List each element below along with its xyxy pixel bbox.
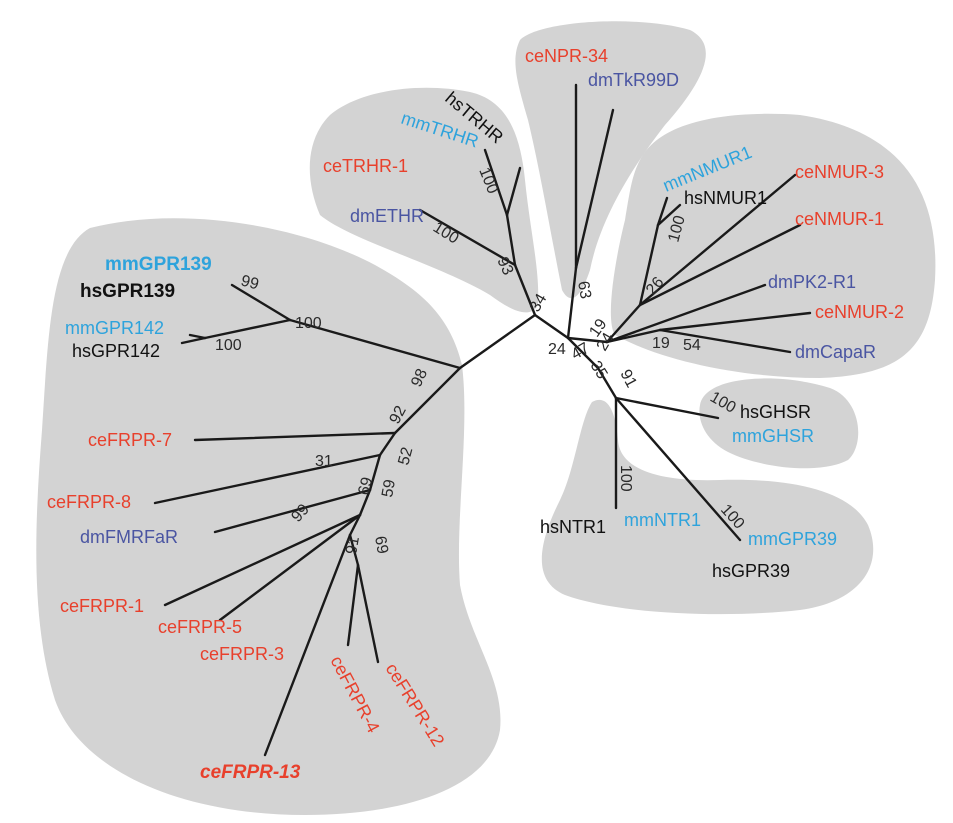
bootstrap-value: 52 [395, 445, 416, 467]
branch [230, 283, 292, 322]
branch [180, 336, 207, 345]
leaf-label: mmGHSR [732, 426, 814, 446]
bootstrap-value: 24 [548, 341, 566, 358]
bootstrap-value: 59 [379, 478, 399, 499]
clade-trhr [309, 87, 539, 313]
branch [348, 533, 360, 567]
branch [658, 311, 812, 332]
bootstrap-value: 69 [371, 535, 391, 556]
branch [483, 148, 509, 217]
bootstrap-value: 100 [665, 214, 688, 244]
leaf-label: ceNMUR-1 [795, 209, 884, 229]
branch [505, 213, 517, 267]
branch [368, 453, 382, 492]
leaf-label: hsNTR1 [540, 517, 606, 537]
branch [566, 336, 600, 370]
bootstrap-value: 91 [616, 367, 639, 391]
leaf-label: mmGPR142 [65, 318, 164, 338]
branch [513, 263, 537, 317]
branch [533, 313, 570, 340]
bootstrap-value: 19 [652, 335, 670, 352]
branches [153, 83, 812, 757]
branch [358, 488, 372, 517]
leaf-label: mmGPR139 [105, 254, 212, 275]
bootstrap-value: 63 [574, 280, 594, 301]
branch [614, 396, 720, 420]
leaf-label: ceNMUR-2 [815, 302, 904, 322]
leaf-label: dmFMRFaR [80, 527, 178, 547]
branch [288, 318, 462, 370]
leaf-label: ceFRPR-3 [200, 644, 284, 664]
bootstrap-value: 99 [239, 272, 261, 293]
clade-ghsr [699, 378, 859, 469]
leaf-label: hsNMUR1 [684, 188, 767, 208]
leaf-label: mmGPR39 [748, 529, 837, 549]
leaf-label: dmETHR [350, 206, 424, 226]
branch [218, 513, 362, 622]
bootstrap-value: 54 [683, 337, 701, 354]
bootstrap-value: 24 [594, 330, 618, 354]
leaf-label: ceNMUR-3 [795, 162, 884, 182]
branch [458, 313, 537, 370]
leaf-label: ceFRPR-7 [88, 430, 172, 450]
branch [614, 396, 742, 542]
clade-ntr-gpr39 [541, 399, 874, 615]
bootstrap-value: 100 [215, 337, 242, 354]
branch [638, 223, 660, 307]
leaf-label: hsGPR139 [80, 281, 175, 302]
branch [348, 513, 362, 537]
branch [193, 431, 397, 442]
bootstrap-value: 31 [315, 453, 333, 470]
branch [566, 336, 609, 344]
leaf-label: ceFRPR-13 [200, 762, 301, 783]
branch [378, 431, 397, 457]
branch [203, 318, 292, 340]
branch [656, 196, 669, 227]
branch [605, 283, 767, 344]
leaf-label: ceFRPR-8 [47, 492, 131, 512]
bootstrap-value: 91 [343, 535, 363, 556]
bootstrap-value: 98 [408, 366, 431, 389]
leaf-label: mmNTR1 [624, 510, 701, 530]
branch [574, 108, 615, 270]
branch [213, 488, 372, 534]
branch [505, 166, 522, 217]
leaf-label: hsGPR142 [72, 341, 160, 361]
branch [656, 203, 682, 227]
bootstrap-value: 100 [295, 315, 322, 332]
branch [163, 513, 362, 607]
branch [393, 366, 462, 435]
branch [596, 366, 618, 400]
branch [638, 173, 797, 307]
leaf-label: ceNPR-34 [525, 46, 608, 66]
leaf-label: ceFRPR-5 [158, 617, 242, 637]
leaf-label: dmPK2-R1 [768, 272, 856, 292]
clade-npr34 [515, 21, 706, 299]
branch [658, 328, 792, 354]
leaf-label: ceFRPR-1 [60, 596, 144, 616]
branch [153, 453, 382, 505]
leaf-label: dmTkR99D [588, 70, 679, 90]
branch [263, 533, 352, 757]
bootstrap-value: 35 [587, 358, 611, 382]
branch [356, 563, 380, 664]
bootstrap-value: 93 [493, 255, 516, 278]
leaf-label: ceTRHR-1 [323, 156, 408, 176]
bootstrap-value: 92 [387, 403, 410, 427]
leaf-label: hsGPR39 [712, 561, 790, 581]
bootstrap-value: 69 [355, 475, 376, 497]
branch [566, 266, 578, 340]
branch [346, 563, 360, 647]
leaf-label: dmCapaR [795, 342, 876, 362]
branch [605, 328, 662, 344]
bootstrap-value: 47 [569, 340, 593, 364]
branch [418, 208, 517, 267]
bootstrap-value: 34 [527, 291, 551, 315]
branch [605, 303, 642, 344]
leaf-label: hsGHSR [740, 402, 811, 422]
bootstrap-value: 100 [617, 465, 634, 492]
branch [638, 223, 802, 307]
